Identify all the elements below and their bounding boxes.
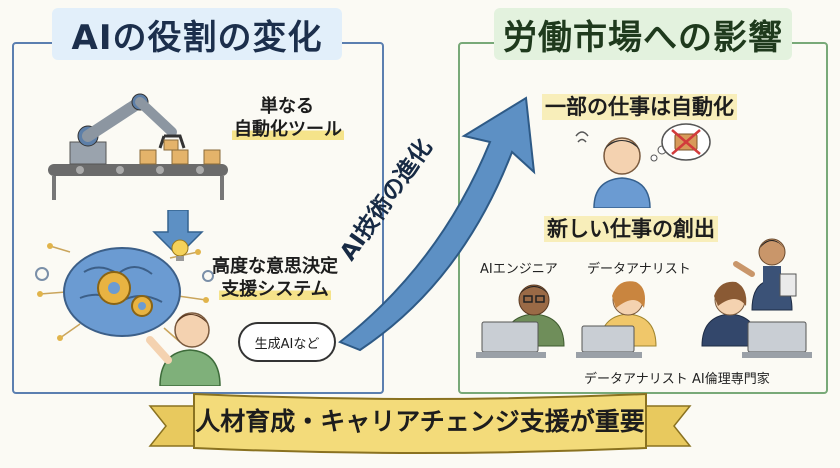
job-label-ai-engineer: AIエンジニア [480,262,558,277]
down-arrow-icon [152,210,204,258]
worried-person-icon [575,123,711,208]
item2-line2: 支援システム [219,278,331,300]
robot-arm-icon [48,93,228,200]
speech-bubble: 生成AIなど [238,322,336,362]
heading-automation: 一部の仕事は自動化 [542,94,737,121]
banner-text: 人材育成・キャリアチェンジ支援が重要 [195,407,645,436]
job-label-ai-ethics: AI倫理専門家 [692,372,770,387]
person-icon [146,312,221,386]
workers-illustration [476,238,812,358]
conveyor-belt-icon [48,149,228,200]
lightbulb-icon [171,239,189,261]
bottom-ribbon-banner [148,392,692,454]
heading-new-jobs: 新しい仕事の創出 [544,216,718,243]
job-label-data-analyst-bottom: データアナリスト [584,372,688,387]
item2-label: 高度な意思決定 支援システム [200,256,350,301]
evolution-arrow [338,96,536,352]
right-panel-title: 労働市場への影響 [494,8,792,60]
laptop-icon [476,321,546,358]
person-icon [701,281,759,347]
briefcase-crossed-icon [671,129,701,155]
item2-line1: 高度な意思決定 [212,256,338,277]
left-panel-title: AIの役割の変化 [52,8,342,60]
laptop-icon [742,321,812,358]
item1-line1: 単なる [260,96,314,117]
laptop-icon [576,325,642,358]
item1-label: 単なる 自動化ツール [232,96,344,141]
gear-icon [97,271,153,317]
job-label-data-analyst-top: データアナリスト [587,262,691,277]
item1-line2: 自動化ツール [232,118,344,140]
brain-icon [35,239,214,343]
person-icon [733,238,797,311]
